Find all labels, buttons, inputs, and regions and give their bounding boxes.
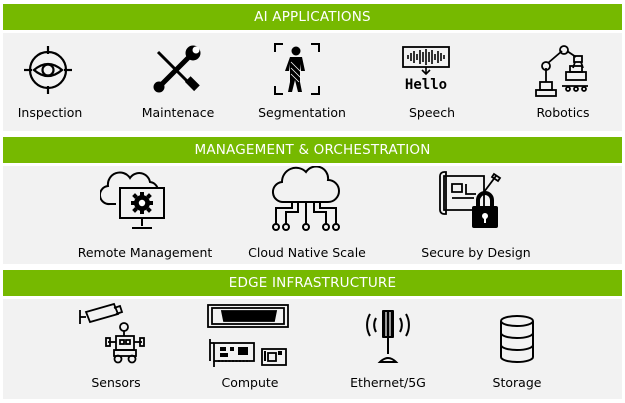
section-panel-management-orchestration bbox=[3, 166, 622, 264]
database-icon bbox=[500, 315, 534, 363]
section-panel-ai-applications bbox=[3, 33, 622, 131]
section-title: AI APPLICATIONS bbox=[254, 9, 371, 25]
item-label-cloud-native-scale: Cloud Native Scale bbox=[248, 245, 366, 260]
item-label-compute: Compute bbox=[221, 375, 279, 390]
section-title: MANAGEMENT & ORCHESTRATION bbox=[194, 142, 431, 158]
blueprint-lock-icon bbox=[439, 171, 502, 228]
speech-icon-text: Hello bbox=[404, 77, 448, 93]
section-title: EDGE INFRASTRUCTURE bbox=[228, 275, 397, 291]
section-banner-edge-infrastructure: EDGE INFRASTRUCTURE bbox=[3, 270, 622, 296]
section-banner-ai-applications: AI APPLICATIONS bbox=[3, 4, 622, 30]
item-label-storage: Storage bbox=[492, 375, 542, 390]
antenna-tower-icon bbox=[366, 310, 410, 363]
item-label-maintenance: Maintenace bbox=[141, 105, 215, 120]
cloud-network-icon bbox=[272, 166, 340, 231]
wrench-screwdriver-icon bbox=[153, 45, 201, 93]
section-banner-management-orchestration: MANAGEMENT & ORCHESTRATION bbox=[3, 137, 622, 163]
item-label-secure-by-design: Secure by Design bbox=[421, 245, 531, 260]
item-label-sensors: Sensors bbox=[91, 375, 141, 390]
person-segmentation-icon bbox=[274, 43, 320, 95]
item-label-inspection: Inspection bbox=[17, 105, 83, 120]
cloud-monitor-gear-icon bbox=[100, 171, 165, 229]
item-label-ethernet-5g: Ethernet/5G bbox=[350, 375, 426, 390]
robot-arm-icon bbox=[535, 45, 588, 97]
camera-robot-icon bbox=[79, 302, 145, 364]
item-label-segmentation: Segmentation bbox=[258, 105, 346, 120]
speech-waveform-icon bbox=[402, 46, 450, 76]
eye-target-icon bbox=[24, 46, 72, 94]
item-label-remote-management: Remote Management bbox=[77, 245, 213, 260]
item-label-speech: Speech bbox=[408, 105, 456, 120]
server-board-icon bbox=[207, 304, 289, 367]
item-label-robotics: Robotics bbox=[536, 105, 590, 120]
